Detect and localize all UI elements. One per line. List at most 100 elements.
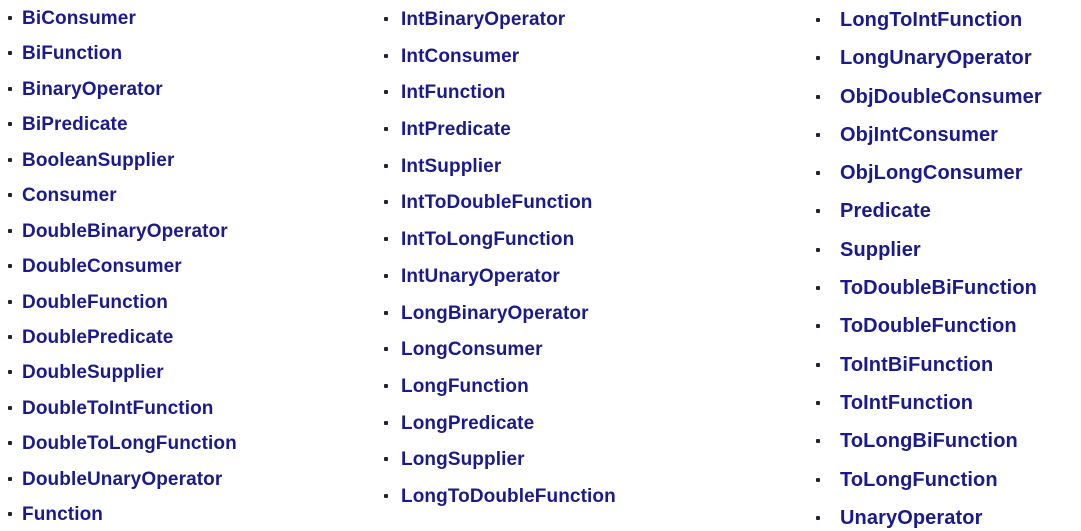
list-item: ToDoubleBiFunction — [816, 278, 1042, 316]
list-item: ObjIntConsumer — [816, 123, 1042, 163]
list-item: IntToLongFunction — [384, 229, 616, 266]
bullet-icon — [384, 420, 388, 425]
bullet-icon — [384, 53, 388, 58]
bullet-icon — [8, 512, 12, 517]
interface-link[interactable]: Predicate — [840, 200, 931, 223]
list-item: LongPredicate — [384, 413, 616, 450]
interface-link[interactable]: LongConsumer — [401, 339, 543, 361]
interface-link[interactable]: BiPredicate — [22, 114, 128, 136]
interface-link[interactable]: IntUnaryOperator — [401, 265, 560, 287]
bullet-icon — [816, 56, 820, 61]
interface-link[interactable]: IntSupplier — [401, 155, 502, 177]
interface-link[interactable]: IntPredicate — [401, 119, 511, 141]
bullet-icon — [8, 228, 12, 233]
list-item: ToLongFunction — [816, 468, 1042, 508]
bullet-icon — [384, 127, 388, 132]
interface-link[interactable]: DoubleUnaryOperator — [22, 468, 223, 490]
interface-link[interactable]: ToLongBiFunction — [840, 430, 1018, 453]
bullet-icon — [816, 132, 820, 137]
interface-link[interactable]: LongFunction — [401, 375, 529, 397]
bullet-icon — [8, 264, 12, 269]
interface-link[interactable]: ObjIntConsumer — [840, 123, 999, 146]
interface-link[interactable]: BiConsumer — [22, 8, 136, 29]
interface-link[interactable]: UnaryOperator — [840, 506, 983, 529]
interface-link[interactable]: IntToDoubleFunction — [401, 192, 593, 214]
list-item: DoubleFunction — [8, 292, 237, 327]
interface-link[interactable]: DoubleFunction — [22, 291, 168, 313]
interface-link[interactable]: DoubleConsumer — [22, 256, 182, 278]
interface-link[interactable]: ToIntBiFunction — [840, 353, 994, 376]
bullet-icon — [816, 362, 820, 367]
interface-link[interactable]: ObjLongConsumer — [840, 162, 1023, 185]
interface-link[interactable]: DoublePredicate — [22, 326, 174, 348]
bullet-icon — [816, 515, 820, 520]
bullet-icon — [816, 247, 820, 252]
bullet-icon — [8, 122, 12, 127]
bullet-icon — [384, 310, 388, 315]
list-item: LongBinaryOperator — [384, 303, 616, 340]
interface-link[interactable]: LongToIntFunction — [840, 9, 1023, 31]
bullet-icon — [384, 493, 388, 498]
interface-link[interactable]: LongUnaryOperator — [840, 47, 1032, 70]
list-item: Supplier — [816, 238, 1042, 278]
interface-link[interactable]: ToLongFunction — [840, 468, 998, 491]
interface-link[interactable]: IntToLongFunction — [401, 229, 575, 251]
interface-link[interactable]: DoubleSupplier — [22, 362, 164, 384]
bullet-icon — [384, 237, 388, 242]
interface-link[interactable]: DoubleBinaryOperator — [22, 220, 228, 242]
list-item: LongToIntFunction — [816, 10, 1042, 48]
bullet-icon — [8, 86, 12, 91]
list-item: ToIntBiFunction — [816, 353, 1042, 393]
interface-link[interactable]: Function — [22, 504, 104, 526]
interface-link[interactable]: Consumer — [22, 185, 117, 207]
list-item: IntFunction — [384, 82, 616, 119]
list-item: LongSupplier — [384, 449, 616, 486]
interface-link[interactable]: IntFunction — [401, 82, 506, 104]
list-item: LongFunction — [384, 376, 616, 413]
interface-link[interactable]: Supplier — [840, 238, 921, 261]
bullet-icon — [384, 163, 388, 168]
interface-link[interactable]: LongToDoubleFunction — [401, 485, 616, 507]
interface-link[interactable]: DoubleToIntFunction — [22, 397, 214, 419]
bullet-icon — [8, 370, 12, 375]
list-item: DoubleToLongFunction — [8, 433, 237, 468]
list-item: BiConsumer — [8, 8, 237, 43]
bullet-icon — [8, 16, 12, 20]
interface-link[interactable]: ObjDoubleConsumer — [840, 85, 1042, 108]
list-item: IntBinaryOperator — [384, 9, 616, 46]
list-item: LongToDoubleFunction — [384, 486, 616, 523]
bullet-icon — [384, 347, 388, 352]
bullet-icon — [8, 405, 12, 410]
interface-link[interactable]: IntConsumer — [401, 45, 520, 67]
bullet-icon — [8, 299, 12, 304]
bullet-icon — [8, 476, 12, 481]
bullet-icon — [816, 18, 820, 22]
interface-link[interactable]: ToIntFunction — [840, 391, 974, 414]
interface-link[interactable]: LongPredicate — [401, 412, 535, 434]
interface-link[interactable]: DoubleToLongFunction — [22, 433, 237, 455]
interface-link[interactable]: IntBinaryOperator — [401, 9, 566, 30]
list-item: Consumer — [8, 185, 237, 220]
list-item: BiFunction — [8, 43, 237, 78]
bullet-icon — [384, 383, 388, 388]
bullet-icon — [8, 157, 12, 162]
interface-link[interactable]: BooleanSupplier — [22, 149, 175, 171]
bullet-icon — [8, 334, 12, 339]
list-item: BiPredicate — [8, 114, 237, 149]
interface-list-column-2: IntBinaryOperator IntConsumer IntFunctio… — [384, 9, 616, 523]
bullet-icon — [384, 200, 388, 205]
interface-link[interactable]: ToDoubleBiFunction — [840, 277, 1037, 300]
interface-link[interactable]: BinaryOperator — [22, 78, 163, 100]
list-item: ObjDoubleConsumer — [816, 85, 1042, 125]
bullet-icon — [816, 477, 820, 482]
interface-list-column-1: BiConsumer BiFunction BinaryOperator BiP… — [8, 8, 237, 531]
bullet-icon — [8, 441, 12, 446]
interface-link[interactable]: LongBinaryOperator — [401, 302, 589, 324]
list-item: IntSupplier — [384, 156, 616, 193]
interface-link[interactable]: BiFunction — [22, 43, 123, 65]
list-item: Predicate — [816, 201, 1042, 239]
bullet-icon — [384, 457, 388, 462]
interface-link[interactable]: ToDoubleFunction — [840, 315, 1017, 338]
interface-link[interactable]: LongSupplier — [401, 449, 525, 471]
